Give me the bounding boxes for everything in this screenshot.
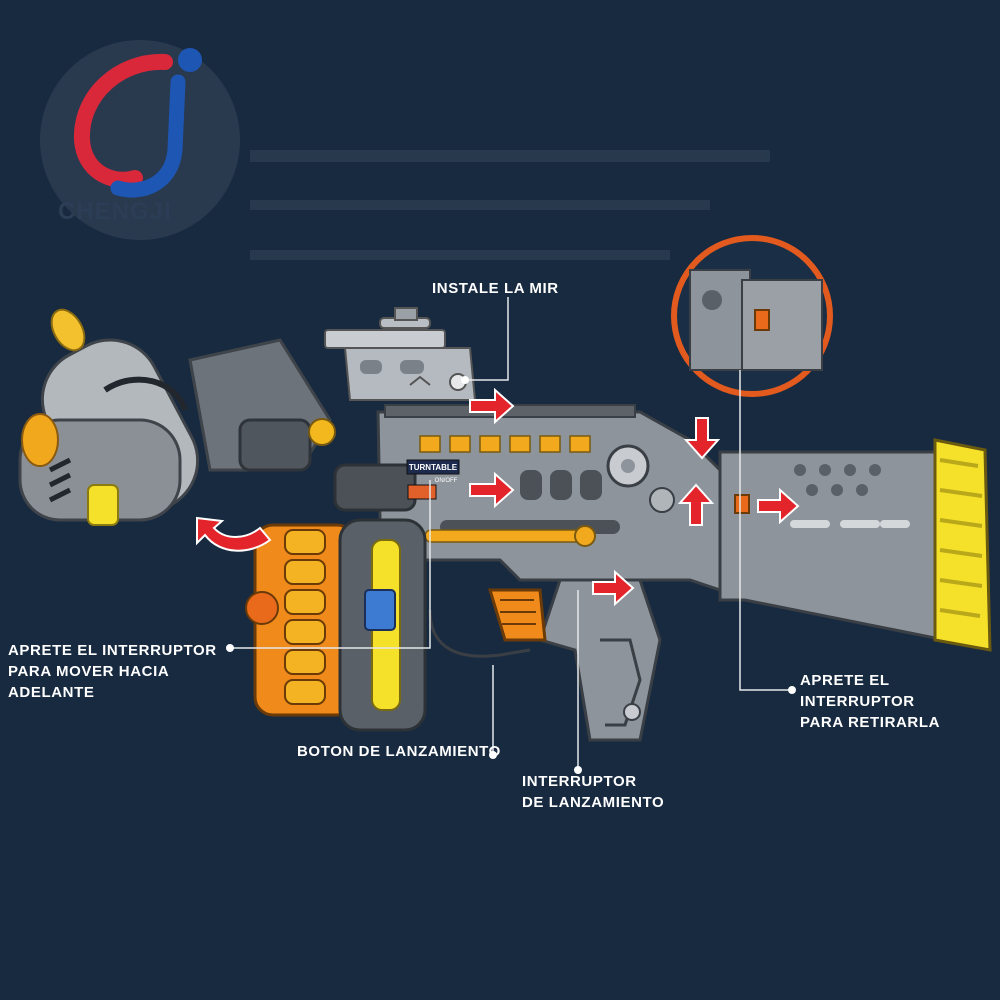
label-install-sight: INSTALE LA MIR [432, 280, 559, 297]
label-line: INTERRUPTOR [522, 773, 637, 790]
red-arrow-icon [469, 387, 800, 607]
front-barrel-attachment [18, 308, 336, 526]
label-line: INTERRUPTOR [800, 693, 915, 710]
label-line: PARA RETIRARLA [800, 714, 941, 731]
turntable-text: TURNTABLE [409, 463, 458, 472]
callout-dot-icon [226, 376, 796, 774]
sight-accessory [324, 307, 477, 401]
label-line: PARA MOVER HACIA [8, 663, 170, 680]
label-line: APRETE EL [800, 672, 890, 689]
grip-and-trigger [428, 578, 662, 742]
label-press-remove: APRETE EL INTERRUPTOR PARA RETIRARLA [800, 670, 940, 733]
on-off-text: ON/OFF [435, 478, 458, 484]
label-launch-button: BOTON DE LANZAMIENTO [297, 743, 501, 760]
shoulder-stock [718, 438, 992, 652]
brand-logo-text: CHENGJI [58, 198, 172, 225]
label-launch-switch: INTERRUPTOR DE LANZAMIENTO [522, 771, 664, 813]
label-press-forward: APRETE EL INTERRUPTOR PARA MOVER HACIA A… [8, 640, 217, 703]
zoom-detail [671, 235, 833, 397]
drum-magazine [245, 518, 427, 732]
label-line: APRETE EL INTERRUPTOR [8, 642, 217, 659]
curved-arrow-icon [196, 516, 272, 552]
label-line: DE LANZAMIENTO [522, 794, 665, 811]
chengji-logo-icon [40, 40, 240, 240]
label-line: ADELANTE [8, 684, 95, 701]
callout-lines [230, 297, 792, 770]
watermark [250, 150, 770, 260]
